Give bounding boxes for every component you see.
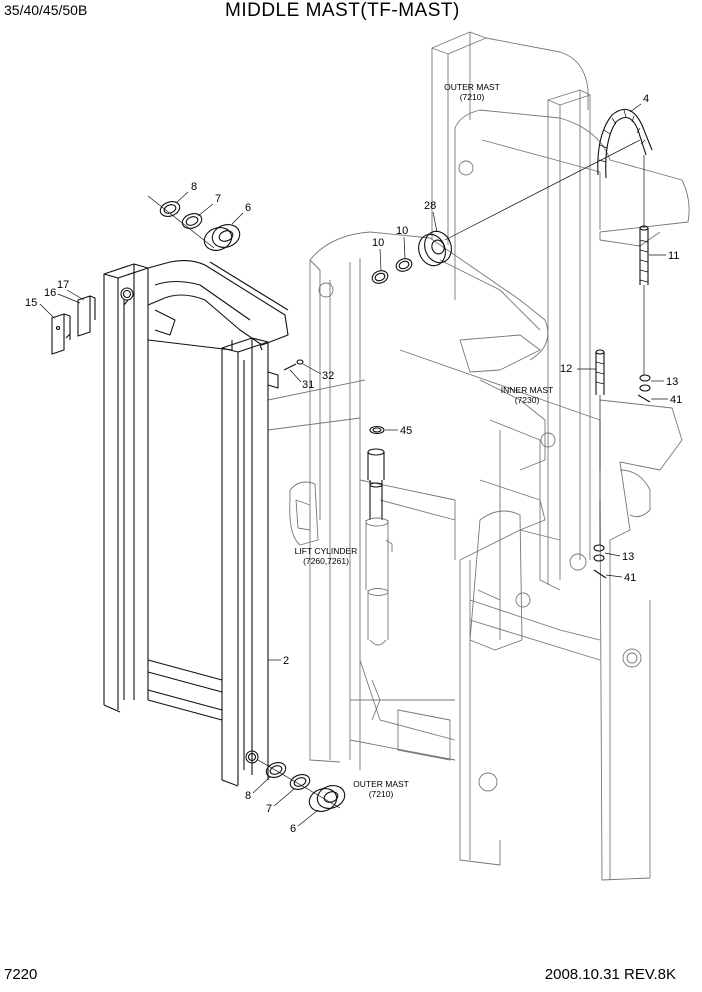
callout-32: 32 [322,370,334,382]
callout-11: 11 [668,250,679,262]
page-title: MIDDLE MAST(TF-MAST) [225,0,460,21]
callout-41-bot: 41 [624,572,636,584]
callout-8-top: 8 [191,181,197,193]
inner-mast [267,231,601,770]
callout-7-bot: 7 [266,803,272,815]
roller-set-bottom [257,759,346,812]
anchor-bolts [595,155,649,545]
lift-chain [597,108,653,179]
callout-8-bot: 8 [245,790,251,802]
callout-6-bot: 6 [290,823,296,835]
outer-mast-bottom-label: OUTER MAST [353,779,409,789]
sheave-assembly [371,139,641,284]
small-parts [283,359,385,435]
lift-cylinder-label: LIFT CYLINDER [295,546,358,556]
outer-mast-bottom-ref: (7210) [369,789,394,799]
outer-mast-background [349,31,690,881]
callout-28: 28 [424,200,436,212]
callout-numbers: 8 7 6 28 10 10 4 11 17 16 15 32 31 45 12… [25,93,682,835]
callout-10-b: 10 [396,225,408,237]
page-number: 7220 [4,966,38,983]
date-revision: 2008.10.31 REV.8K [544,966,676,983]
callout-17: 17 [57,279,69,291]
lift-cylinder [365,448,393,646]
callout-7-top: 7 [215,193,221,205]
callout-41-top: 41 [670,394,682,406]
callout-10-a: 10 [372,237,384,249]
callout-31: 31 [302,379,314,391]
bracket-parts [51,295,96,355]
roller-set-top [147,195,241,251]
callout-13-top: 13 [666,376,678,388]
callout-2: 2 [283,655,289,667]
model-number: 35/40/45/50B [4,2,88,18]
callout-15: 15 [25,297,37,309]
inner-mast-label: INNER MAST [501,385,553,395]
callout-16: 16 [44,287,56,299]
callout-6-top: 6 [245,202,251,214]
callout-12: 12 [560,363,572,375]
outer-mast-top-label: OUTER MAST [444,82,500,92]
callout-13-bot: 13 [622,551,634,563]
callout-45: 45 [400,425,412,437]
assembly-captions: OUTER MAST (7210) INNER MAST (7230) LIFT… [295,82,554,799]
middle-mast [103,259,289,787]
nuts-and-pins [593,374,651,579]
inner-mast-ref: (7230) [515,395,540,405]
outer-mast-top-ref: (7210) [460,92,485,102]
callout-4: 4 [643,93,649,105]
lift-cylinder-ref: (7260,7261) [303,556,349,566]
